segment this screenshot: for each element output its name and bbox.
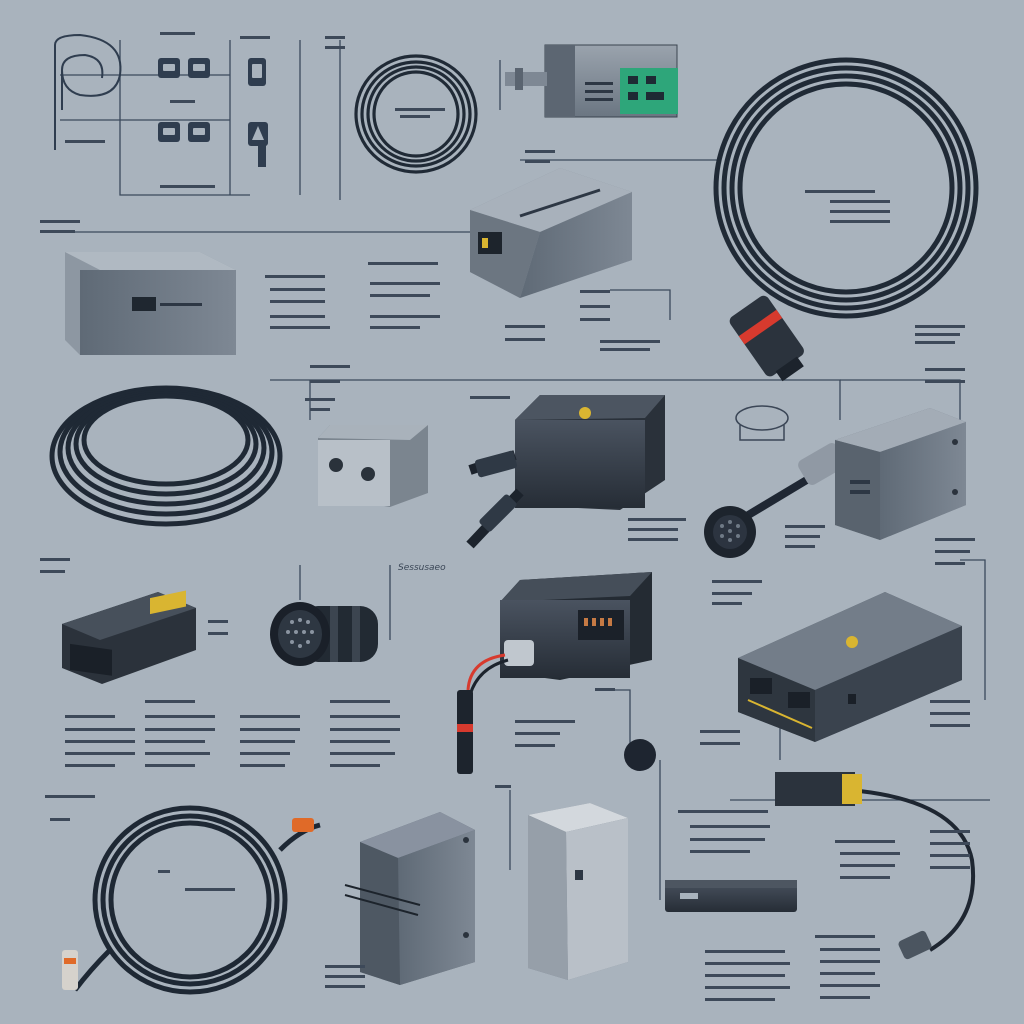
- small-cube: [318, 425, 428, 507]
- red-lead-module: [457, 572, 652, 774]
- sensor-cable: [775, 772, 975, 960]
- small-module: [62, 590, 196, 684]
- right-cube: [835, 408, 966, 540]
- coil-bottom: [62, 805, 321, 995]
- coil-medium: [49, 385, 283, 527]
- multipin-plug: [270, 602, 378, 666]
- annotation-blocks: [40, 32, 975, 1001]
- junction-box: [65, 252, 236, 355]
- coil-small: [354, 54, 478, 174]
- control-unit: [505, 44, 678, 118]
- dual-cable-module: [466, 395, 665, 549]
- leader-lines: [40, 40, 990, 900]
- caption-label: Sessusaeo: [398, 563, 446, 573]
- sensor-disc: [624, 739, 656, 771]
- tall-box: [528, 803, 628, 980]
- coil-large: [713, 57, 979, 382]
- mount-box: [344, 812, 475, 985]
- cable-clamp: [735, 405, 789, 441]
- bar-module: [665, 880, 797, 912]
- flat-device: [738, 592, 962, 742]
- schematic-panel: [54, 33, 268, 167]
- power-adapter: [470, 168, 632, 298]
- round-connector: [704, 443, 846, 558]
